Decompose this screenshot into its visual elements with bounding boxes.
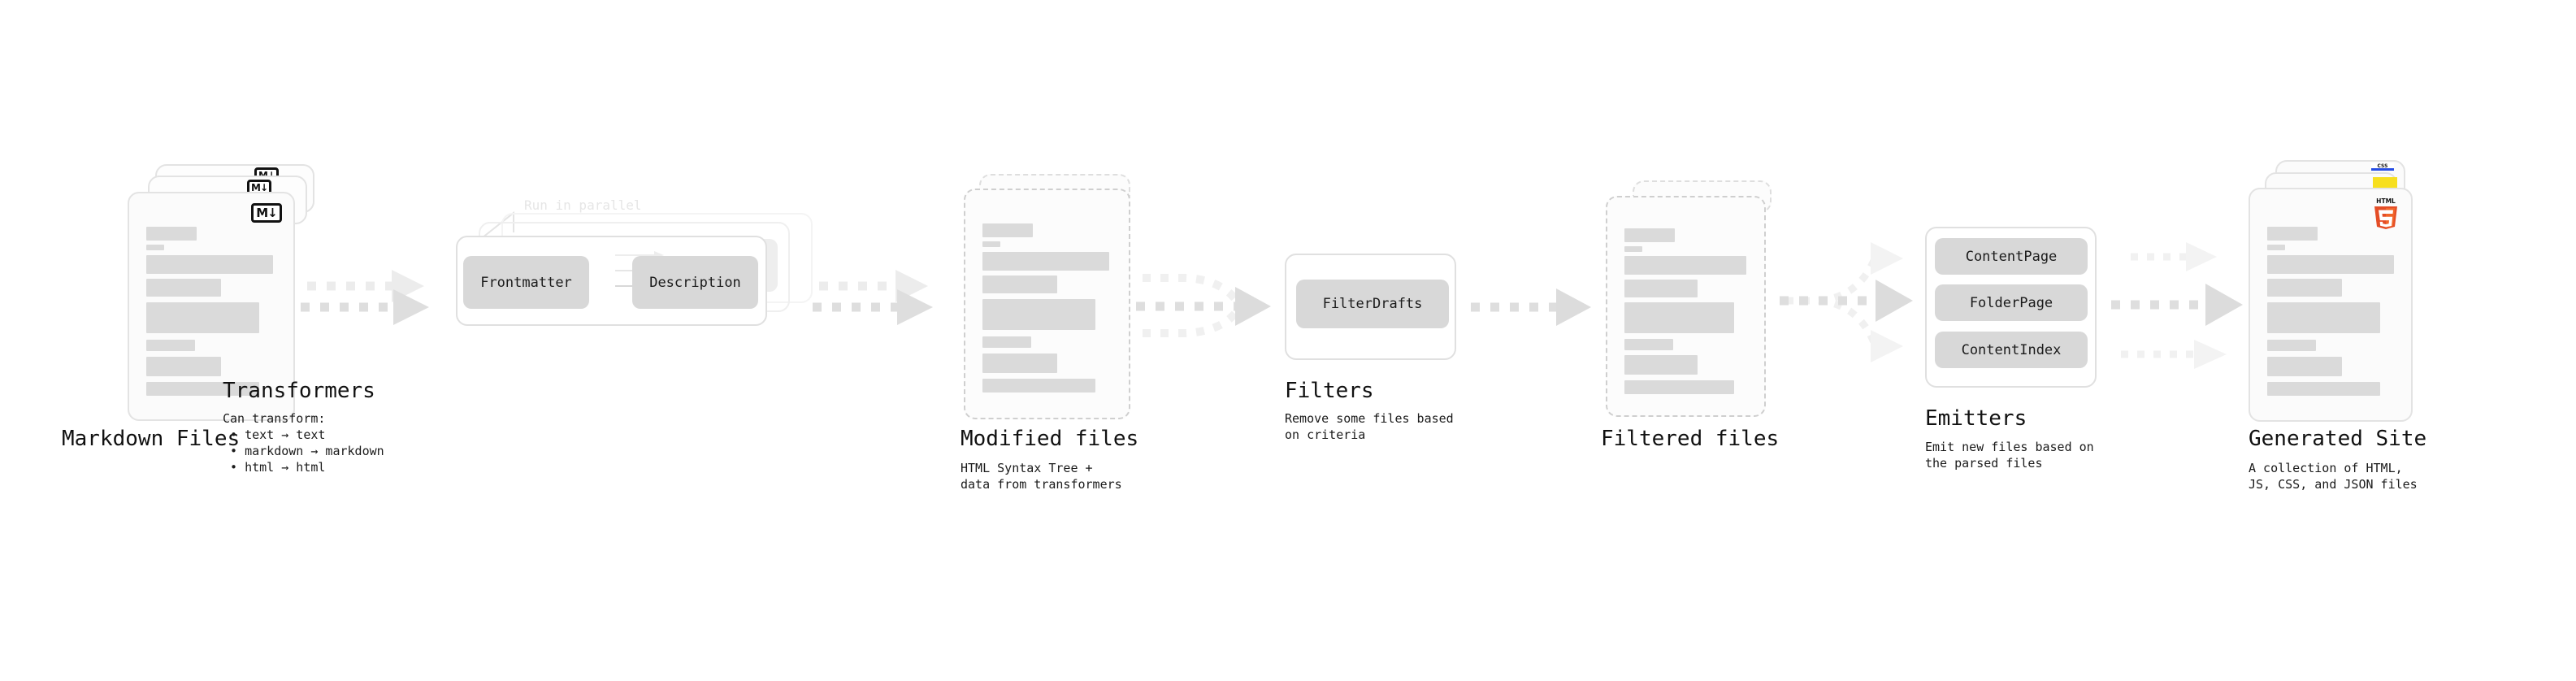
transformers-title: Transformers <box>223 379 375 403</box>
transformer-node-frontmatter[interactable]: Frontmatter <box>463 256 589 309</box>
skeleton-bar <box>2267 302 2380 333</box>
generated-site-title: Generated Site <box>2249 427 2427 451</box>
skeleton-bar <box>982 379 1095 393</box>
filter-node-filterdrafts[interactable]: FilterDrafts <box>1296 280 1449 328</box>
markdown-files-title: Markdown Files <box>62 427 241 451</box>
markdown-logo-front: M↓ <box>251 203 282 223</box>
transformers-caption: Can transform: • text → text • markdown … <box>223 411 384 475</box>
skeleton-bar <box>1624 256 1746 275</box>
filtered-card-front <box>1606 196 1766 417</box>
arrow-transformers-to-modified <box>813 270 933 325</box>
arrow-filtered-to-emitters <box>1780 242 1913 362</box>
skeleton-bar <box>146 279 221 297</box>
skeleton-bar <box>982 299 1095 330</box>
skeleton-bar <box>1624 355 1698 375</box>
emitters-caption: Emit new files based on the parsed files <box>1925 440 2094 471</box>
arrow-modified-to-filters <box>1136 274 1271 337</box>
filters-title: Filters <box>1285 379 1374 403</box>
skeleton-bar <box>1624 246 1642 252</box>
html5-icon: HTML <box>2374 197 2397 229</box>
emitter-node-folderpage[interactable]: FolderPage <box>1935 284 2088 321</box>
skeleton-bar <box>982 275 1057 293</box>
skeleton-bar <box>1624 302 1734 333</box>
arrow-filters-to-filtered <box>1471 288 1591 326</box>
skeleton-bar <box>146 302 259 333</box>
modified-files-title: Modified files <box>961 427 1139 451</box>
skeleton-bar <box>2267 255 2394 274</box>
skeleton-bar <box>1624 339 1673 350</box>
skeleton-bar <box>2267 245 2285 250</box>
skeleton-bar <box>2267 340 2316 351</box>
skeleton-bar <box>2267 382 2380 396</box>
markdown-card-front: M↓ <box>128 192 295 421</box>
skeleton-bar <box>146 255 273 274</box>
markdown-logo-mid: M↓ <box>247 180 271 195</box>
skeleton-bar <box>1624 280 1698 297</box>
skeleton-bar <box>146 245 164 250</box>
skeleton-bar <box>146 340 195 351</box>
modified-card-front <box>964 189 1130 419</box>
skeleton-bar <box>982 252 1109 271</box>
filters-caption: Remove some files based on criteria <box>1285 411 1454 442</box>
skeleton-bar <box>1624 228 1675 242</box>
emitter-node-contentindex[interactable]: ContentIndex <box>1935 332 2088 368</box>
site-card-html: HTML <box>2249 188 2413 422</box>
skeleton-bar <box>2267 227 2318 241</box>
arrow-markdown-to-transformers <box>301 270 429 325</box>
emitter-node-contentpage[interactable]: ContentPage <box>1935 238 2088 275</box>
skeleton-bar <box>982 336 1031 348</box>
skeleton-bar <box>1624 380 1734 394</box>
modified-files-caption: HTML Syntax Tree + data from transformer… <box>961 461 1122 492</box>
svg-text:HTML: HTML <box>2376 197 2396 205</box>
emitters-title: Emitters <box>1925 406 2027 431</box>
css3-icon: CSS <box>2371 163 2394 171</box>
skeleton-bar <box>146 227 197 241</box>
skeleton-bar <box>2267 357 2342 376</box>
skeleton-bar <box>146 382 259 396</box>
skeleton-bar <box>982 223 1033 237</box>
arrow-emitters-to-site <box>2111 242 2243 369</box>
skeleton-bar <box>146 357 221 376</box>
skeleton-bar <box>982 354 1057 373</box>
skeleton-bar <box>2267 279 2342 297</box>
transformer-node-description[interactable]: Description <box>632 256 758 309</box>
filtered-files-title: Filtered files <box>1601 427 1780 451</box>
run-in-parallel-label: Run in parallel <box>524 197 642 213</box>
generated-site-caption: A collection of HTML, JS, CSS, and JSON … <box>2249 461 2418 492</box>
skeleton-bar <box>982 241 1000 247</box>
